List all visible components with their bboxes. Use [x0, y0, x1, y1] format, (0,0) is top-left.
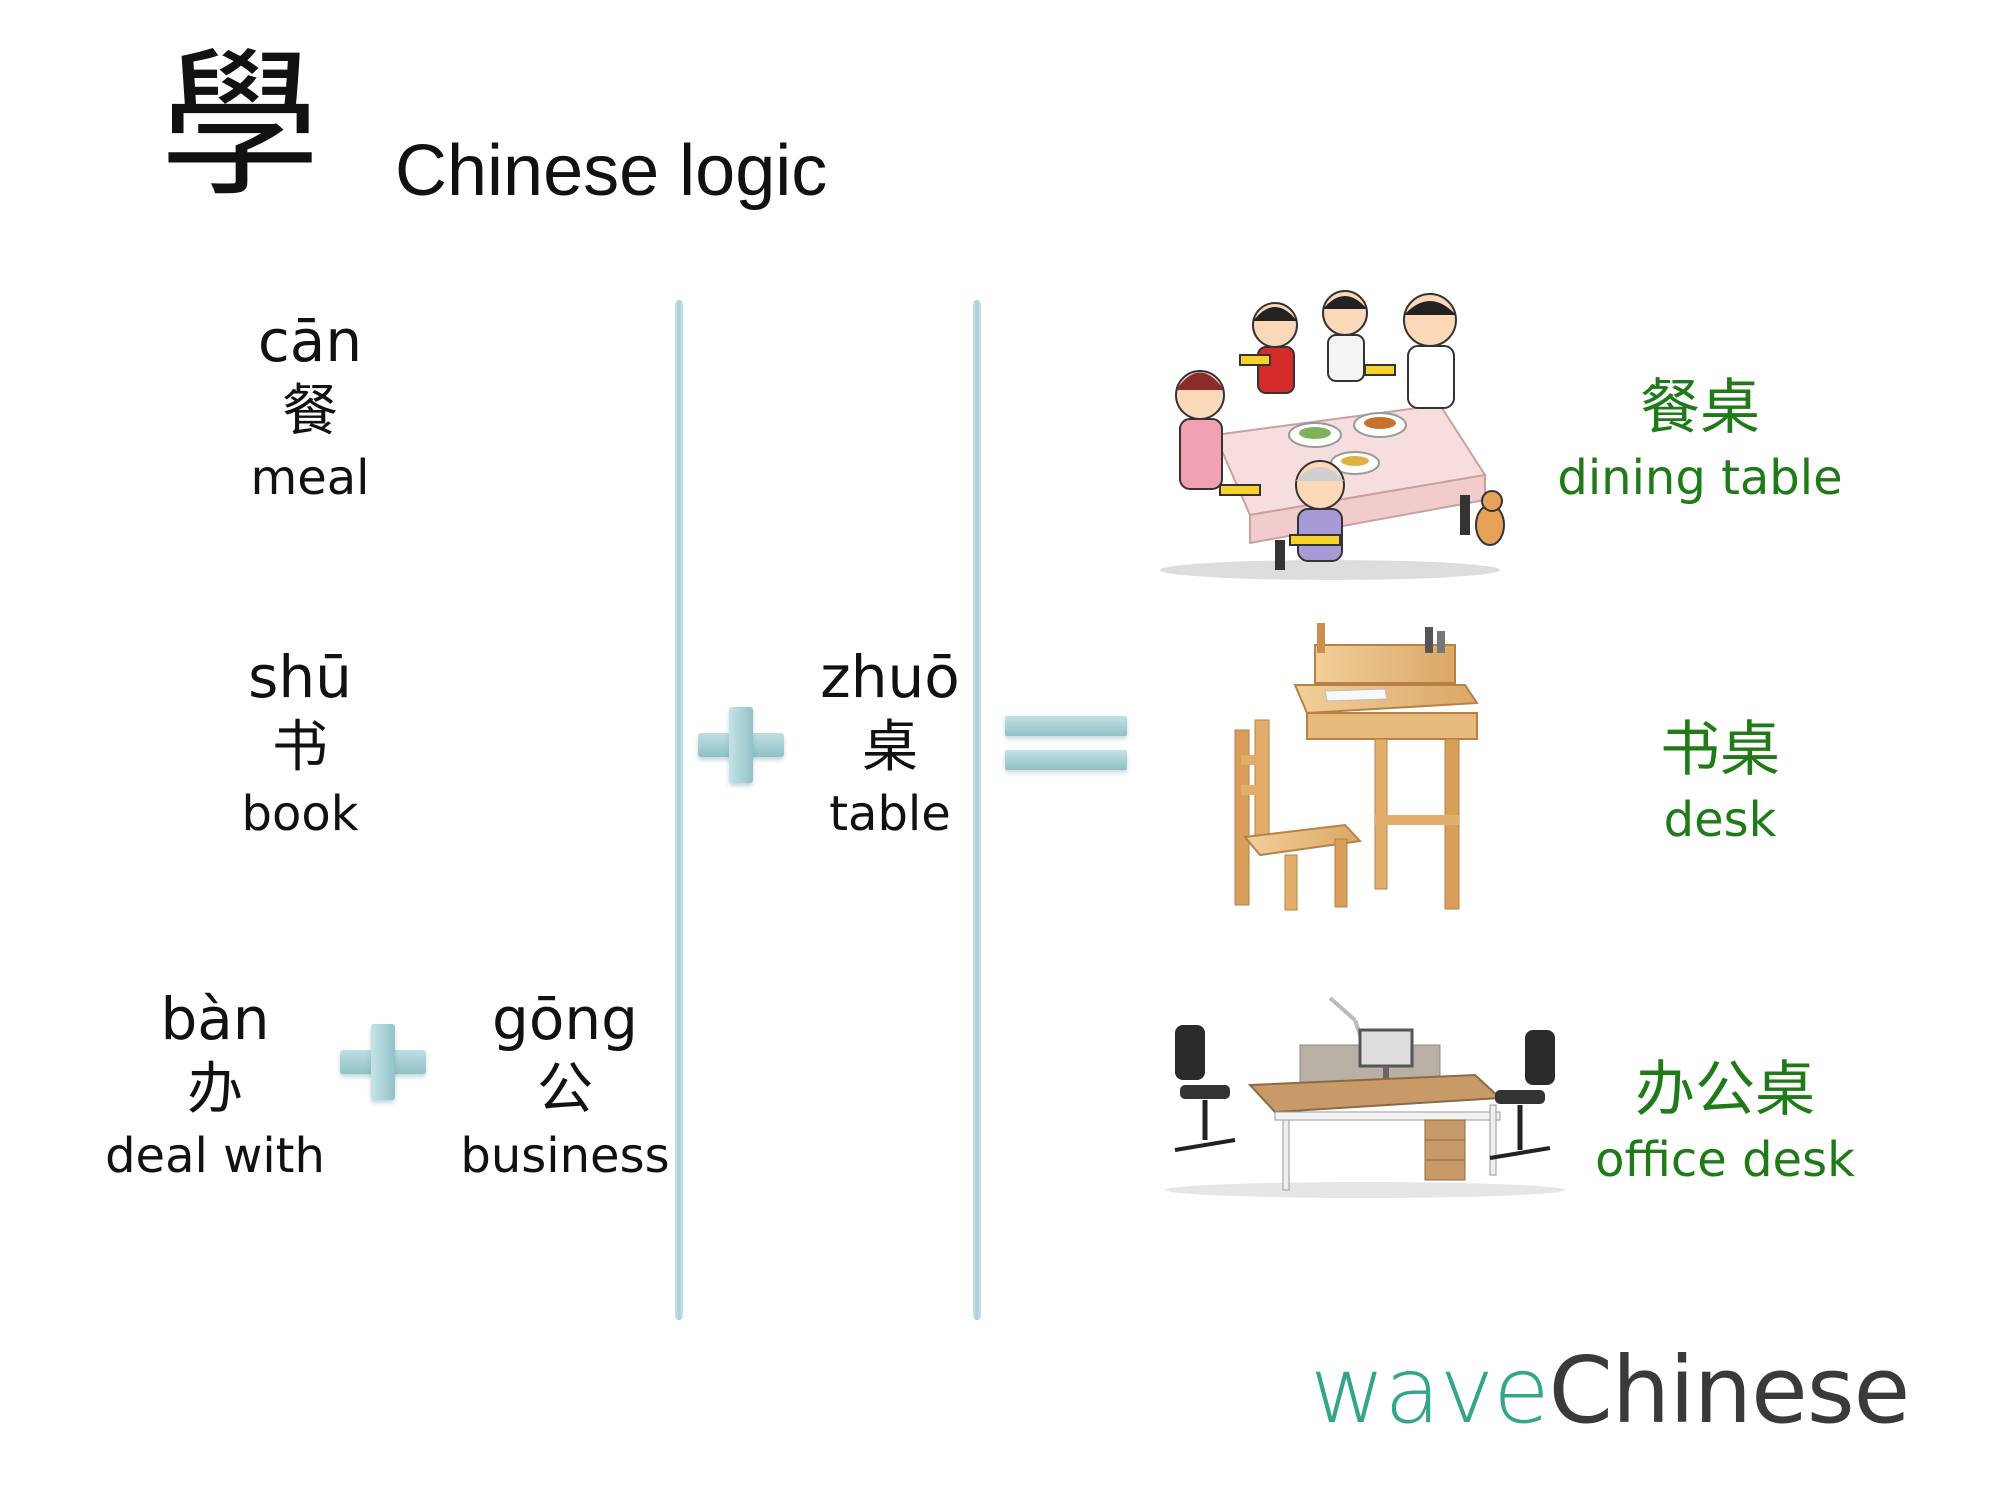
office-workstation-chairs [1165, 996, 1565, 1198]
word-can-hanzi: 餐 [282, 379, 338, 444]
word-gong-pinyin: gōng [492, 985, 638, 1053]
result-dining-table-hanzi: 餐桌 [1640, 373, 1760, 443]
result-office-desk-hanzi: 办公桌 [1635, 1055, 1815, 1125]
word-zhuo-pinyin: zhuō [820, 643, 960, 711]
word-shu-english: book [241, 786, 359, 842]
seal-character: 學 [160, 32, 321, 219]
wavechinese-logo: waveChinese [1310, 1345, 1910, 1437]
equals-icon [1005, 716, 1127, 770]
logo-part-chinese: Chinese [1548, 1337, 1911, 1444]
plus-icon-ban-gong [340, 1024, 426, 1100]
result-dining-table-english: dining table [1557, 450, 1843, 506]
divider-left [675, 300, 683, 1320]
word-shu-pinyin: shū [248, 643, 352, 711]
word-gong-hanzi: 公 [537, 1057, 593, 1122]
word-can-pinyin: cān [257, 307, 363, 375]
plus-icon-main [698, 707, 784, 783]
result-desk-hanzi: 书桌 [1660, 715, 1780, 785]
result-office-desk: 办公桌 office desk [1585, 1060, 1865, 1184]
word-gong-english: business [460, 1128, 670, 1184]
word-shu: shū 书 book [215, 648, 385, 838]
result-office-desk-english: office desk [1595, 1132, 1855, 1188]
word-zhuo: zhuō 桌 table [805, 648, 975, 838]
result-dining-table: 餐桌 dining table [1540, 378, 1860, 502]
divider-right [973, 300, 981, 1320]
word-gong: gōng 公 business [455, 990, 675, 1180]
word-ban-hanzi: 办 [187, 1057, 243, 1122]
page-title: Chinese logic [395, 131, 828, 211]
word-can-english: meal [250, 450, 370, 506]
word-ban-pinyin: bàn [160, 985, 270, 1053]
result-desk: 书桌 desk [1590, 720, 1850, 844]
result-desk-english: desk [1663, 792, 1777, 848]
logo-part-wave: wave [1310, 1337, 1550, 1444]
wooden-study-desk-chair [1234, 623, 1479, 911]
family-dining-illustration [1160, 290, 1505, 580]
word-zhuo-english: table [829, 786, 951, 842]
word-shu-hanzi: 书 [272, 715, 328, 780]
word-ban-english: deal with [105, 1128, 325, 1184]
word-ban: bàn 办 deal with [100, 990, 330, 1180]
word-can: cān 餐 meal [225, 312, 395, 502]
word-zhuo-hanzi: 桌 [862, 715, 918, 780]
